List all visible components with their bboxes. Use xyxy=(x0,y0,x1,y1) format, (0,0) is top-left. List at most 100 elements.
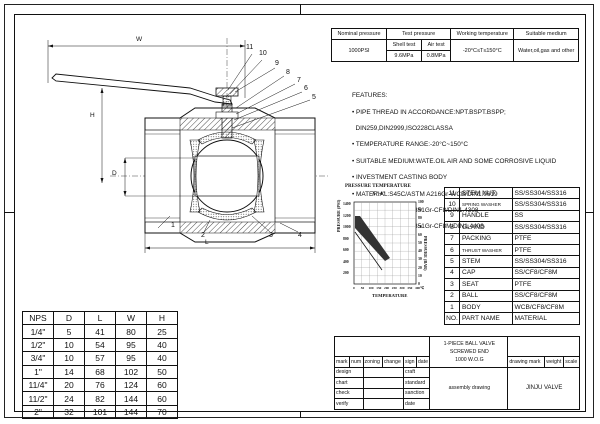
dimensions-cell: 101 xyxy=(84,404,116,420)
spec-working-temp: -20°C≤T≤150°C xyxy=(450,39,515,62)
dim-header-w: W xyxy=(115,310,147,326)
parts-cell-material: SS xyxy=(511,209,580,223)
dimensions-cell: 10 xyxy=(53,351,85,366)
title-block: 1-PIECE BALL VALVE SCREWED END 1000 W.O.… xyxy=(333,336,580,410)
dimensions-cell: 11/2" xyxy=(22,391,54,406)
chart-tick-label: 1400 xyxy=(343,202,351,206)
spec-nominal-value: 1000PSI xyxy=(331,39,387,62)
parts-cell-no: 5 xyxy=(444,255,460,268)
tb-change: change xyxy=(381,356,405,368)
dimensions-cell: 80 xyxy=(115,324,147,339)
callout-5: 5 xyxy=(312,94,316,101)
chart-tick-label: 0 xyxy=(353,286,355,290)
tb-date2: date xyxy=(403,398,431,410)
parts-cell-material: WCB/CF8/CF8M xyxy=(511,300,580,314)
dim-w-label: W xyxy=(136,36,143,43)
parts-cell-no: 3 xyxy=(444,278,460,291)
title-product-cell: 1-PIECE BALL VALVE SCREWED END 1000 W.O.… xyxy=(429,336,509,368)
dim-h-label: H xyxy=(90,112,95,119)
spec-air-test-label: Air test xyxy=(420,39,452,51)
chart-tick-label: 10 xyxy=(418,273,422,278)
dimensions-cell: 68 xyxy=(84,364,116,379)
dimensions-cell: 3/4" xyxy=(22,351,54,366)
feature-line: • INVESTMENT CASTING BODY xyxy=(352,174,448,182)
chart-tick-label: 100 xyxy=(418,200,424,204)
dim-header-l: L xyxy=(84,310,116,326)
dimensions-cell: 95 xyxy=(115,337,147,353)
dimensions-cell: 40 xyxy=(146,351,178,366)
dimensions-cell: 2" xyxy=(22,404,54,420)
parts-cell-material: SS/SS304/SS316 xyxy=(511,198,580,211)
dimensions-cell: 32 xyxy=(53,404,85,420)
parts-cell-name: THRUST WASHER xyxy=(459,243,513,257)
dimensions-cell: 60 xyxy=(146,377,178,393)
callout-4: 4 xyxy=(298,232,302,239)
parts-cell-name: STEM NUT xyxy=(459,186,513,200)
spec-table: Nominal pressure Test pressure Working t… xyxy=(331,28,579,62)
chart-tick-label: 50 xyxy=(360,286,365,290)
pt-chart-curve xyxy=(355,216,390,261)
title-end-type: SCREWED END xyxy=(449,348,489,355)
tb-craft: craft xyxy=(403,366,431,378)
chart-ylabel-right: PRESSURE (BAR) xyxy=(423,236,428,271)
tb-zoning: zoning xyxy=(362,356,383,368)
parts-cell-name: CAP xyxy=(459,266,513,280)
parts-cell-material: SS/CF8/CF8M xyxy=(511,289,580,302)
dimensions-cell: 50 xyxy=(146,364,178,379)
tb-design: design xyxy=(334,366,364,378)
chart-tick-label: 300 xyxy=(399,286,405,290)
tb-check: check xyxy=(334,387,364,399)
dim-d-label: D xyxy=(112,170,117,177)
chart-tick-label: 0 xyxy=(418,282,420,286)
dimensions-cell: 24 xyxy=(53,391,85,406)
callout-9: 9 xyxy=(275,60,279,67)
dimensions-cell: 144 xyxy=(115,391,147,406)
parts-cell-name: GLAND xyxy=(459,221,513,234)
callout-10: 10 xyxy=(259,50,267,57)
valve-section-drawing xyxy=(47,38,330,253)
inner-border xyxy=(14,14,586,412)
chart-tick-label: 1000 xyxy=(343,225,351,229)
tb-mark: mark xyxy=(333,356,351,368)
dim-header-d: D xyxy=(53,310,85,326)
features-title: FEATURES: xyxy=(352,92,388,100)
parts-cell-material: SS/CF8/CF8M xyxy=(511,266,580,280)
chart-tick-label: 60 xyxy=(418,232,422,237)
callout-3: 3 xyxy=(269,232,273,239)
tick-bottom xyxy=(300,412,301,418)
dimensions-cell: 95 xyxy=(115,351,147,366)
spec-medium: Water,oil,gas and other xyxy=(513,39,579,62)
chart-tick-label: 350 xyxy=(407,286,413,290)
spec-shell-test-value: 9.6MPa xyxy=(386,50,422,62)
tb-date: date xyxy=(415,356,431,368)
callout-8: 8 xyxy=(286,69,290,76)
dimensions-cell: 10 xyxy=(53,337,85,353)
parts-cell-material: SS/SS304/SS316 xyxy=(511,186,580,200)
parts-cell-material: PTFE xyxy=(511,278,580,291)
chart-tick-label: 600 xyxy=(343,248,349,252)
chart-tick-label: 70 xyxy=(418,224,422,229)
tb-verify: verify xyxy=(334,398,364,410)
parts-cell-material: SS/SS304/SS316 xyxy=(511,255,580,268)
parts-header-material: MATERIAL xyxy=(511,312,580,325)
tb-drawing-type: assembly drawing xyxy=(429,366,509,410)
parts-cell-no: 2 xyxy=(444,289,460,302)
tb-sanction: sanction xyxy=(403,387,431,399)
callout-2: 2 xyxy=(201,232,205,239)
chart-tick-label: 150 xyxy=(376,286,382,290)
tb-weight: weight xyxy=(544,356,565,368)
dimensions-cell: 1/4" xyxy=(22,324,54,339)
parts-cell-name: STEM xyxy=(459,255,513,268)
